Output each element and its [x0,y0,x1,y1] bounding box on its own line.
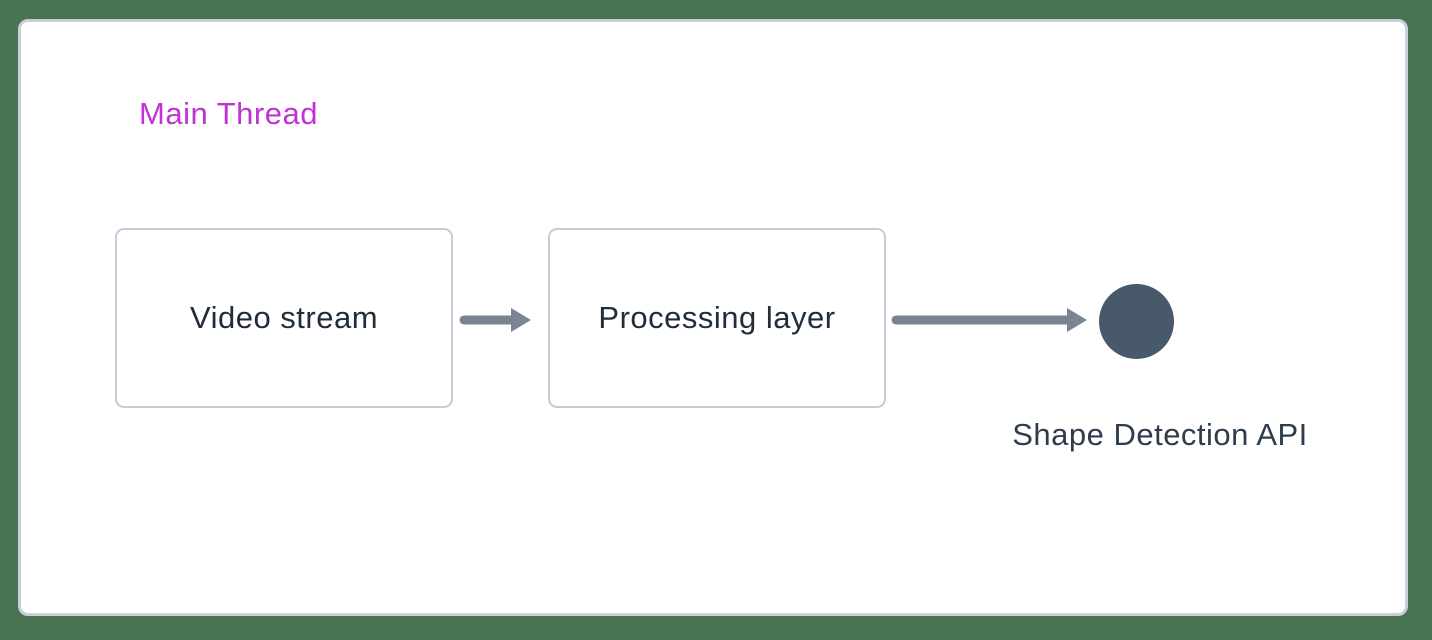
node-video-stream-label: Video stream [189,300,379,335]
arrow-right-icon [459,308,531,332]
node-video-stream: Video stream [115,228,453,408]
node-processing-layer-label: Processing layer [598,300,836,335]
endpoint-label: Shape Detection API [1012,417,1308,452]
shape-detection-node-icon [1099,284,1174,359]
arrow-right-icon [891,308,1087,332]
node-processing-layer: Processing layer [548,228,886,408]
lane-title: Main Thread [139,96,318,131]
